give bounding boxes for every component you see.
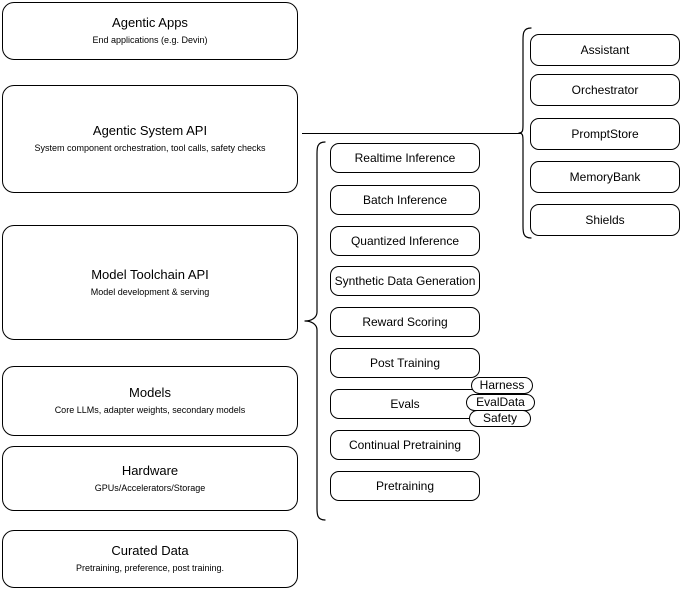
item-label: Continual Pretraining — [348, 437, 462, 452]
item-label: Realtime Inference — [354, 150, 456, 165]
item-label: Post Training — [369, 355, 441, 370]
system-item-assistant[interactable]: Assistant — [530, 34, 680, 66]
toolchain-brace — [303, 140, 327, 522]
toolchain-item-pretraining[interactable]: Pretraining — [330, 471, 480, 501]
system-item-memorybank[interactable]: MemoryBank — [530, 161, 680, 193]
layer-subtitle: GPUs/Accelerators/Storage — [94, 482, 206, 493]
item-label: Quantized Inference — [350, 233, 460, 248]
layer-subtitle: Model development & serving — [90, 286, 210, 297]
toolchain-item-evals[interactable]: Evals — [330, 389, 480, 419]
layer-subtitle: Pretraining, preference, post training. — [75, 563, 225, 573]
item-label: Pretraining — [375, 478, 435, 493]
layer-subtitle: Core LLMs, adapter weights, secondary mo… — [54, 405, 246, 415]
item-label: Batch Inference — [362, 192, 448, 207]
connector-line-system-api — [302, 133, 521, 134]
layer-box-model-toolchain-api[interactable]: Model Toolchain API Model development & … — [2, 225, 298, 340]
layer-box-agentic-system-api[interactable]: Agentic System API System component orch… — [2, 85, 298, 193]
item-label: Shields — [585, 212, 625, 227]
system-item-shields[interactable]: Shields — [530, 204, 680, 236]
item-label: Synthetic Data Generation — [334, 273, 476, 288]
item-label: PromptStore — [571, 126, 639, 141]
layer-subtitle: System component orchestration, tool cal… — [34, 143, 266, 153]
system-item-orchestrator[interactable]: Orchestrator — [530, 74, 680, 106]
system-brace — [518, 26, 543, 240]
eval-tag-harness[interactable]: Harness — [471, 377, 533, 394]
layer-title: Agentic System API — [92, 123, 208, 138]
item-label: Reward Scoring — [362, 314, 448, 329]
toolchain-item-reward-scoring[interactable]: Reward Scoring — [330, 307, 480, 337]
eval-tag-evaldata[interactable]: EvalData — [466, 394, 535, 411]
layer-box-curated-data[interactable]: Curated Data Pretraining, preference, po… — [2, 530, 298, 588]
item-label: MemoryBank — [569, 169, 641, 184]
layer-title: Agentic Apps — [112, 15, 188, 30]
toolchain-item-realtime-inference[interactable]: Realtime Inference — [330, 143, 480, 173]
toolchain-item-synthetic-data-generation[interactable]: Synthetic Data Generation — [330, 266, 480, 296]
toolchain-item-batch-inference[interactable]: Batch Inference — [330, 185, 480, 215]
toolchain-item-continual-pretraining[interactable]: Continual Pretraining — [330, 430, 480, 460]
layer-title: Model Toolchain API — [91, 266, 209, 282]
layer-title: Hardware — [121, 462, 179, 478]
toolchain-item-post-training[interactable]: Post Training — [330, 348, 480, 378]
eval-tag-safety[interactable]: Safety — [469, 410, 531, 427]
item-label: Assistant — [580, 42, 630, 57]
item-label: Orchestrator — [571, 82, 639, 97]
item-label: Evals — [390, 396, 420, 411]
layer-box-hardware[interactable]: Hardware GPUs/Accelerators/Storage — [2, 446, 298, 511]
toolchain-item-quantized-inference[interactable]: Quantized Inference — [330, 226, 480, 256]
layer-box-agentic-apps[interactable]: Agentic Apps End applications (e.g. Devi… — [2, 2, 298, 60]
system-item-promptstore[interactable]: PromptStore — [530, 118, 680, 150]
layer-box-models[interactable]: Models Core LLMs, adapter weights, secon… — [2, 366, 298, 436]
layer-title: Models — [129, 385, 171, 400]
layer-title: Curated Data — [111, 543, 189, 558]
layer-subtitle: End applications (e.g. Devin) — [92, 35, 208, 45]
